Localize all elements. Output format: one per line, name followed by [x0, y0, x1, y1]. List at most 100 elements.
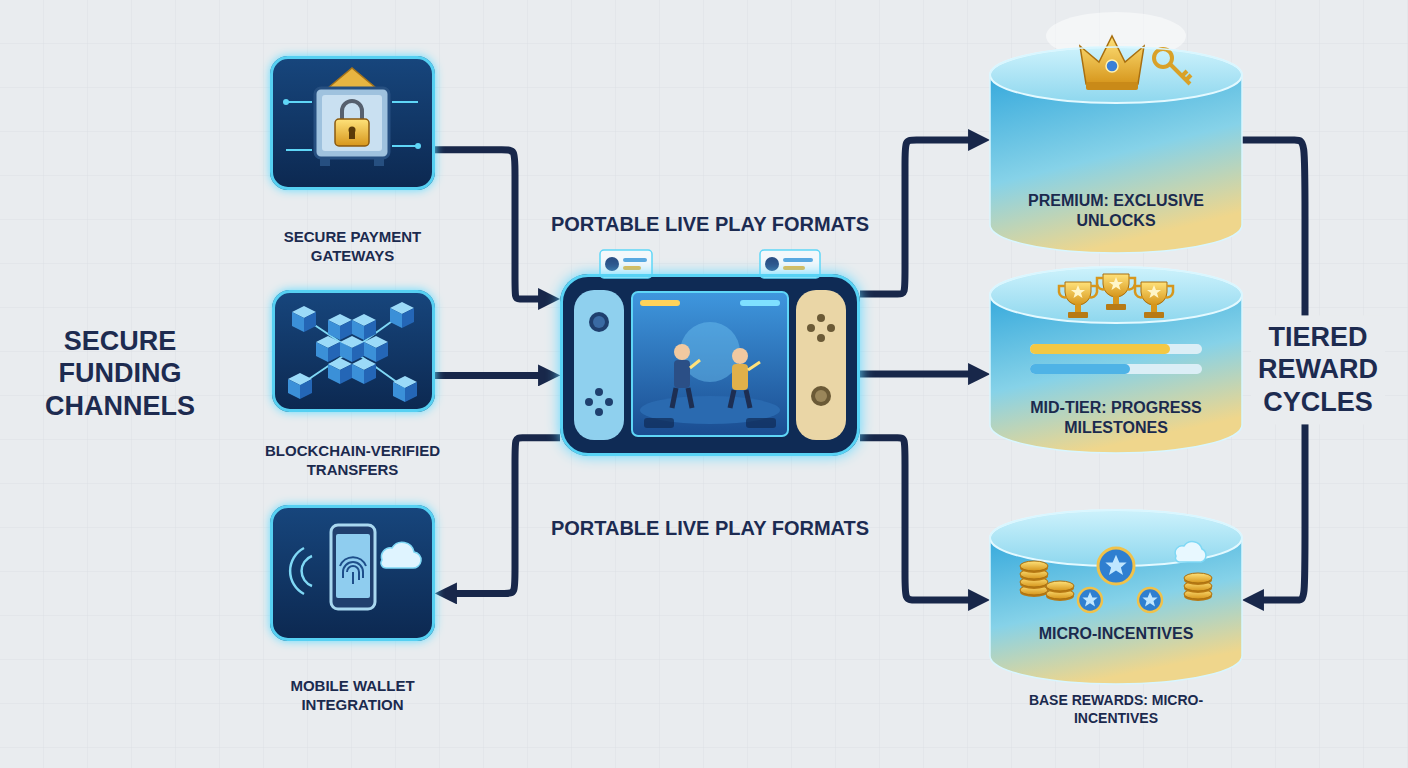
- node-label: MID-TIER: PROGRESS MILESTONES: [1016, 398, 1216, 437]
- icon-box: [272, 290, 435, 412]
- mobile-wallet-icon: [331, 525, 375, 609]
- player-card: [623, 258, 647, 262]
- handheld-console: [807, 324, 815, 332]
- funding-channel: MOBILE WALLET INTEGRATION: [250, 505, 455, 715]
- handheld-console: [560, 274, 860, 456]
- reward-tier: MICRO-INCENTIVESBASE REWARDS: MICRO-INCE…: [990, 508, 1242, 727]
- mobile-wallet-icon: [340, 557, 366, 584]
- mobile-wallet-icon: [270, 505, 435, 641]
- node-label: PORTABLE LIVE PLAY FORMATS: [540, 212, 880, 236]
- base-cylinder: [1138, 588, 1162, 612]
- group-label: SECURE FUNDING CHANNELS: [30, 325, 210, 422]
- handheld-console: [605, 398, 613, 406]
- handheld-console: [690, 360, 760, 370]
- player-card: [783, 258, 813, 262]
- icon-box: [270, 56, 435, 190]
- player-card: [783, 266, 805, 270]
- base-cylinder: [1020, 561, 1048, 573]
- payment-gateway-icon: [315, 88, 389, 158]
- funding-channel: BLOCKCHAIN-VERIFIED TRANSFERS: [250, 290, 455, 480]
- cylinder-outline: [990, 510, 1242, 684]
- payment-gateway-icon: [374, 158, 384, 166]
- handheld-console: [827, 324, 835, 332]
- handheld-console: [674, 344, 690, 360]
- base-cylinder: [1082, 592, 1097, 607]
- payment-gateway-icon: [349, 131, 355, 139]
- player-card: [605, 257, 619, 271]
- flow-arrow: [451, 438, 560, 594]
- base-cylinder: [1046, 581, 1074, 593]
- node-caption: PORTABLE LIVE PLAY FORMATS: [540, 516, 880, 540]
- console-frame: [560, 274, 860, 456]
- handheld-console: [644, 418, 674, 428]
- reward-cylinder: [990, 508, 1242, 686]
- mobile-wallet-icon: [270, 505, 435, 641]
- blockchain-icon: [364, 336, 388, 362]
- premium-cylinder: [1154, 49, 1172, 67]
- handheld-console: [640, 300, 680, 306]
- blockchain-icon: [352, 358, 376, 384]
- node-label: MOBILE WALLET INTEGRATION: [250, 677, 455, 715]
- payment-gateway-icon: [335, 119, 369, 146]
- blockchain-icon: [288, 373, 312, 399]
- base-cylinder: [990, 510, 1242, 684]
- mid-tier-cylinder: [1059, 282, 1097, 318]
- base-cylinder: [1105, 555, 1126, 575]
- mid-tier-cylinder: [1030, 364, 1130, 374]
- handheld-console: [730, 390, 750, 408]
- flow-arrow: [435, 150, 544, 299]
- handheld-console: [746, 418, 776, 428]
- mobile-wallet-icon: [336, 534, 370, 598]
- blockchain-icon: [328, 314, 352, 340]
- handheld-console: [732, 364, 748, 390]
- play-console: PORTABLE LIVE PLAY FORMATS PORTABLE LIVE …: [540, 212, 880, 540]
- payment-gateway-icon: [283, 99, 289, 105]
- premium-cylinder: [1170, 64, 1191, 84]
- cylinder-outline: [990, 267, 1242, 453]
- blockchain-icon: [272, 290, 435, 412]
- premium-cylinder: [1106, 60, 1118, 72]
- mid-tier-cylinder: [1030, 344, 1170, 354]
- base-cylinder: [1098, 548, 1134, 584]
- node-label: MICRO-INCENTIVES: [1016, 624, 1216, 644]
- reward-tier: PREMIUM: EXCLUSIVE UNLOCKS: [990, 45, 1242, 255]
- flow-arrow: [860, 371, 974, 378]
- mobile-wallet-icon: [290, 548, 312, 594]
- payment-gateway-icon: [270, 56, 435, 190]
- handheld-console: [593, 316, 605, 328]
- handheld-console: [589, 312, 609, 332]
- handheld-console: [632, 292, 788, 436]
- node-label: SECURE PAYMENT GATEWAYS: [250, 228, 455, 266]
- blockchain-icon: [393, 376, 417, 402]
- reward-tier: MID-TIER: PROGRESS MILESTONES: [990, 265, 1242, 455]
- premium-cylinder: [1086, 82, 1138, 90]
- payment-gateway-icon: [320, 158, 330, 166]
- base-cylinder: [1175, 542, 1206, 563]
- handheld-console: [811, 386, 831, 406]
- handheld-console: [740, 300, 780, 306]
- handheld-console: [595, 408, 603, 416]
- icon-box: [270, 505, 435, 641]
- cylinder-outline: [990, 508, 1242, 686]
- blockchain-icon: [328, 358, 352, 384]
- blockchain-icon: [390, 302, 414, 328]
- base-cylinder: [1078, 588, 1102, 612]
- premium-cylinder: [1080, 36, 1144, 84]
- mid-tier-cylinder: [1135, 282, 1173, 318]
- flow-arrow: [435, 372, 544, 379]
- handheld-console: [732, 348, 748, 364]
- payment-gateway-icon: [270, 56, 435, 190]
- player-card: [765, 257, 779, 271]
- mid-tier-cylinder: [1097, 274, 1135, 310]
- premium-cylinder: [990, 12, 1242, 253]
- blockchain-icon: [316, 336, 340, 362]
- base-cylinder: [1142, 592, 1157, 607]
- edge-label: TIERED REWARD CYCLES: [1251, 315, 1385, 424]
- player-card: [623, 266, 641, 270]
- cylinder-outline: [990, 47, 1242, 253]
